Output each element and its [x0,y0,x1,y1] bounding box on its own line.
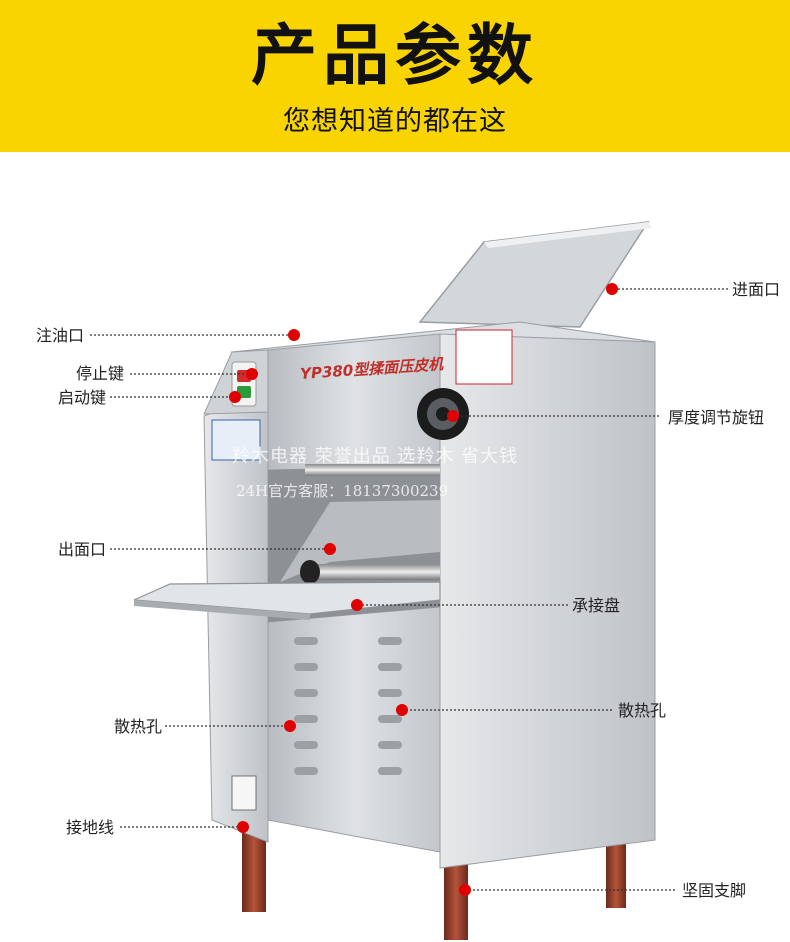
callout-ground-wire: 接地线 [66,818,115,837]
outlet-chute [280,500,440,582]
right-side-panel [439,333,656,869]
callout-tray: 承接盘 [572,596,621,615]
callout-feet: 坚固支脚 [682,881,747,900]
thickness-knob[interactable] [417,388,469,440]
spec-sticker [211,419,261,461]
page-title: 产品参数 [251,17,539,94]
callout-stop-key: 停止键 [76,364,125,383]
vent-column-left [294,637,318,775]
callout-outlet: 出面口 [58,540,107,559]
ground-sticker [231,775,257,811]
watermark-brand: 羚木电器 荣誉出品 选羚木 省大钱 [232,446,519,467]
product-stage: YP380型揉面压皮机 羚木电器 荣誉出品 选羚木 省大钱 24H官方客服：18… [0,152,790,942]
lower-roller [305,564,440,580]
callout-oil-port: 注油口 [36,326,85,345]
vent-column-right [378,637,402,775]
header-banner: 产品参数 您想知道的都在这 [0,0,790,152]
feed-hopper [418,221,652,328]
warning-sticker [455,329,513,385]
roller-end-cap [300,560,320,584]
dough-machine-illustration [90,221,728,940]
callout-vent-left: 散热孔 [114,717,163,736]
upper-roller [305,464,440,476]
callout-vent-right: 散热孔 [618,701,667,720]
watermark-hotline: 24H官方客服：18137300239 [236,482,449,500]
callout-start-key: 启动键 [58,388,107,407]
leader-lines [90,288,728,891]
callout-thickness-knob: 厚度调节旋钮 [668,408,765,427]
receiving-tray [133,581,441,620]
callout-feed-inlet: 进面口 [732,280,781,299]
page-subtitle: 您想知道的都在这 [283,106,507,137]
callout-markers [229,283,618,896]
